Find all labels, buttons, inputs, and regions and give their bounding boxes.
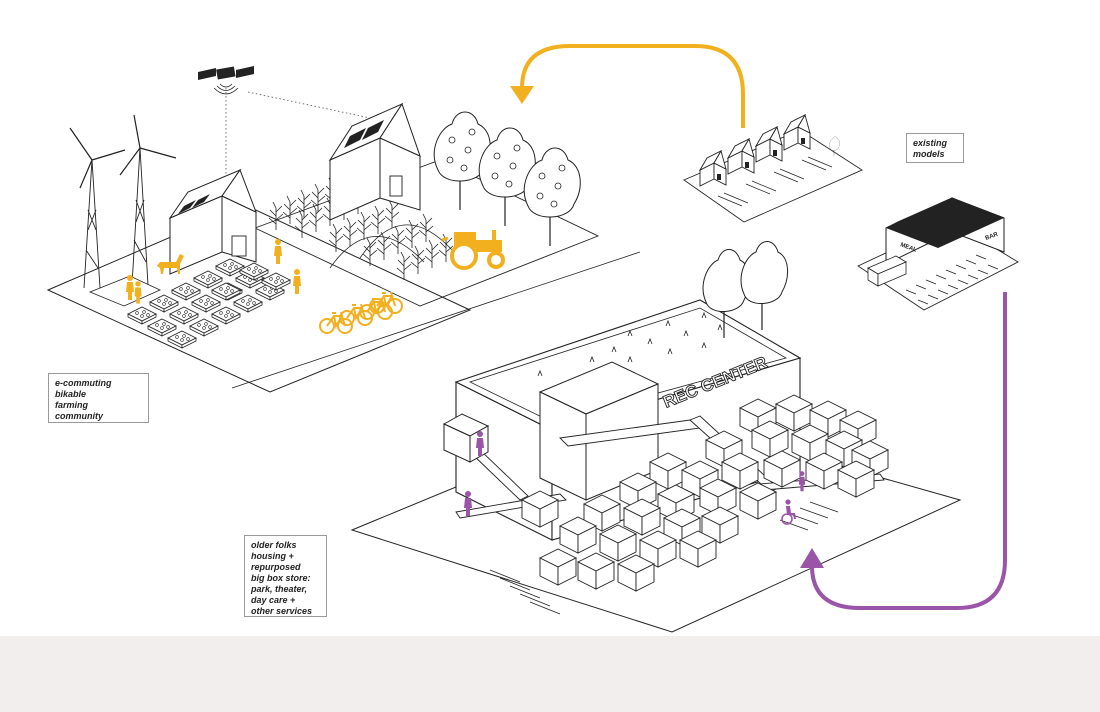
- rec-center-illustration: REC CENTER: [350, 240, 962, 633]
- footer-band: [0, 636, 1100, 712]
- label-line: park, theater,: [251, 584, 308, 594]
- label-line: repurposed: [251, 562, 301, 572]
- horse-icon: [157, 254, 184, 274]
- solar-panel-icon: [178, 194, 210, 214]
- wind-turbine-icon: [119, 114, 177, 286]
- farming-community-illustration: [46, 66, 641, 393]
- wheelchair-user-icon: [781, 499, 796, 525]
- roof-grass: [537, 311, 723, 377]
- purple-cycle-arrow: [810, 292, 1007, 610]
- label-line: models: [913, 149, 945, 159]
- label-line: other services: [251, 606, 313, 616]
- label-line: e-commuting: [55, 378, 112, 388]
- big-box-store: SHOP BAR MEAL: [857, 197, 1019, 311]
- purple-arrowhead: [800, 548, 824, 568]
- tree-icon: [740, 240, 789, 331]
- turbine-mound: [88, 275, 161, 307]
- tractor-icon: [441, 230, 505, 270]
- solar-panel-icon: [344, 120, 384, 148]
- shop-sign: SHOP: [961, 222, 979, 233]
- bar-sign: BAR: [985, 232, 1000, 242]
- existing-models-label: existing models: [906, 133, 964, 163]
- label-line: older folks: [251, 540, 297, 550]
- ground-edge-line: [231, 251, 641, 389]
- house-with-solar-panels: [328, 102, 421, 221]
- crop-field: [268, 177, 454, 281]
- label-line: existing: [913, 138, 948, 148]
- wind-turbine-icon: [69, 127, 126, 289]
- label-line: farming: [55, 400, 89, 410]
- satellite-icon: [198, 66, 254, 95]
- driveways: [717, 156, 833, 207]
- entry-pavilion: [442, 413, 490, 463]
- label-line: day care +: [251, 595, 296, 605]
- parking-stripes: [905, 254, 999, 305]
- delivery-truck: [867, 255, 907, 287]
- meal-sign: MEAL: [899, 242, 917, 254]
- farming-community-label: e-commuting bikable farming community: [48, 373, 149, 423]
- roof-parapet: [468, 307, 788, 423]
- label-line: community: [55, 411, 104, 421]
- label-line: bikable: [55, 389, 87, 399]
- housing-label: older folks housing + repurposed big box…: [244, 535, 327, 617]
- label-line: big box store:: [251, 573, 311, 583]
- satellite-link-line: [247, 91, 371, 119]
- house-with-solar-panels: [168, 168, 257, 275]
- yellow-arrowhead: [510, 86, 534, 104]
- label-line: housing +: [251, 551, 294, 561]
- existing-models-illustration: SHOP BAR MEAL: [683, 114, 1019, 311]
- yellow-cycle-arrow: [520, 44, 745, 128]
- parking-stripes: [489, 501, 839, 615]
